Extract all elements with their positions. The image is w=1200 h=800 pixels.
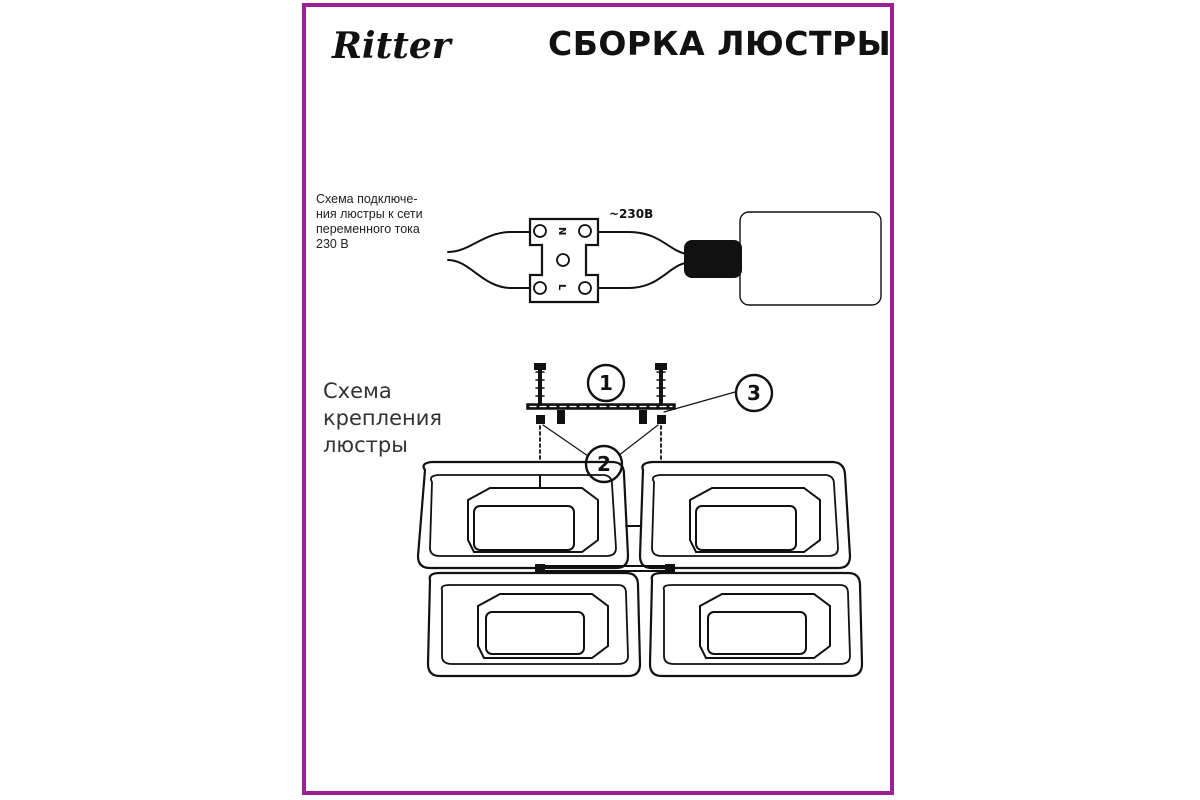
driver-box (739, 211, 882, 306)
terminal-screw (533, 281, 547, 295)
wiring-caption-line: 230 В (316, 237, 349, 251)
wiring-diagram (447, 211, 882, 306)
callout-label-3: 3 (747, 381, 761, 405)
mounting-caption-line: Схема (323, 379, 392, 403)
lamp-shade (638, 460, 852, 570)
mains-wire (447, 259, 531, 289)
mounting-bolt (655, 363, 667, 406)
wiring-caption-line: Схема подключе- (316, 192, 418, 206)
leader-line (663, 391, 736, 413)
leader-line (542, 424, 589, 457)
wiring-caption-line: ния люстры к сети (316, 207, 423, 221)
mounting-caption: Схема крепления люстры (323, 378, 463, 459)
terminal-label-l: L (556, 284, 567, 291)
page-title: СБОРКА ЛЮСТРЫ (548, 24, 892, 63)
wiring-caption-line: переменного тока (316, 222, 420, 236)
callout-circle (586, 363, 626, 403)
lamp-shade (416, 460, 630, 570)
logo-lettering: Ritter (331, 25, 454, 67)
wire-connector (684, 240, 742, 278)
mounting-caption-line: люстры (323, 433, 408, 457)
lamp-shade (426, 571, 642, 678)
callout-label-1: 1 (599, 371, 613, 395)
mounting-bolt (534, 363, 546, 406)
leader-line (617, 424, 659, 457)
ritter-logo: Ritter (331, 25, 454, 67)
terminal-screw (578, 281, 592, 295)
terminal-screw (556, 253, 570, 267)
fixture-wire (597, 231, 687, 255)
mounting-nut (536, 415, 666, 424)
wiring-caption: Схема подключе- ния люстры к сети переме… (316, 192, 440, 252)
terminal-block (528, 217, 600, 304)
mounting-caption-line: крепления (323, 406, 443, 430)
fixture-wire (597, 262, 687, 289)
callout-circle (584, 444, 624, 484)
mounting-diagram (416, 363, 864, 678)
voltage-label: ~230В (609, 207, 653, 221)
lamp-shade (648, 571, 864, 678)
mounting-screw (557, 410, 647, 424)
terminal-screw (533, 224, 547, 238)
callout-circle (734, 373, 774, 413)
callout-label-2: 2 (597, 452, 611, 476)
mains-wire (447, 231, 531, 253)
terminal-label-n: N (556, 227, 567, 235)
terminal-screw (578, 224, 592, 238)
